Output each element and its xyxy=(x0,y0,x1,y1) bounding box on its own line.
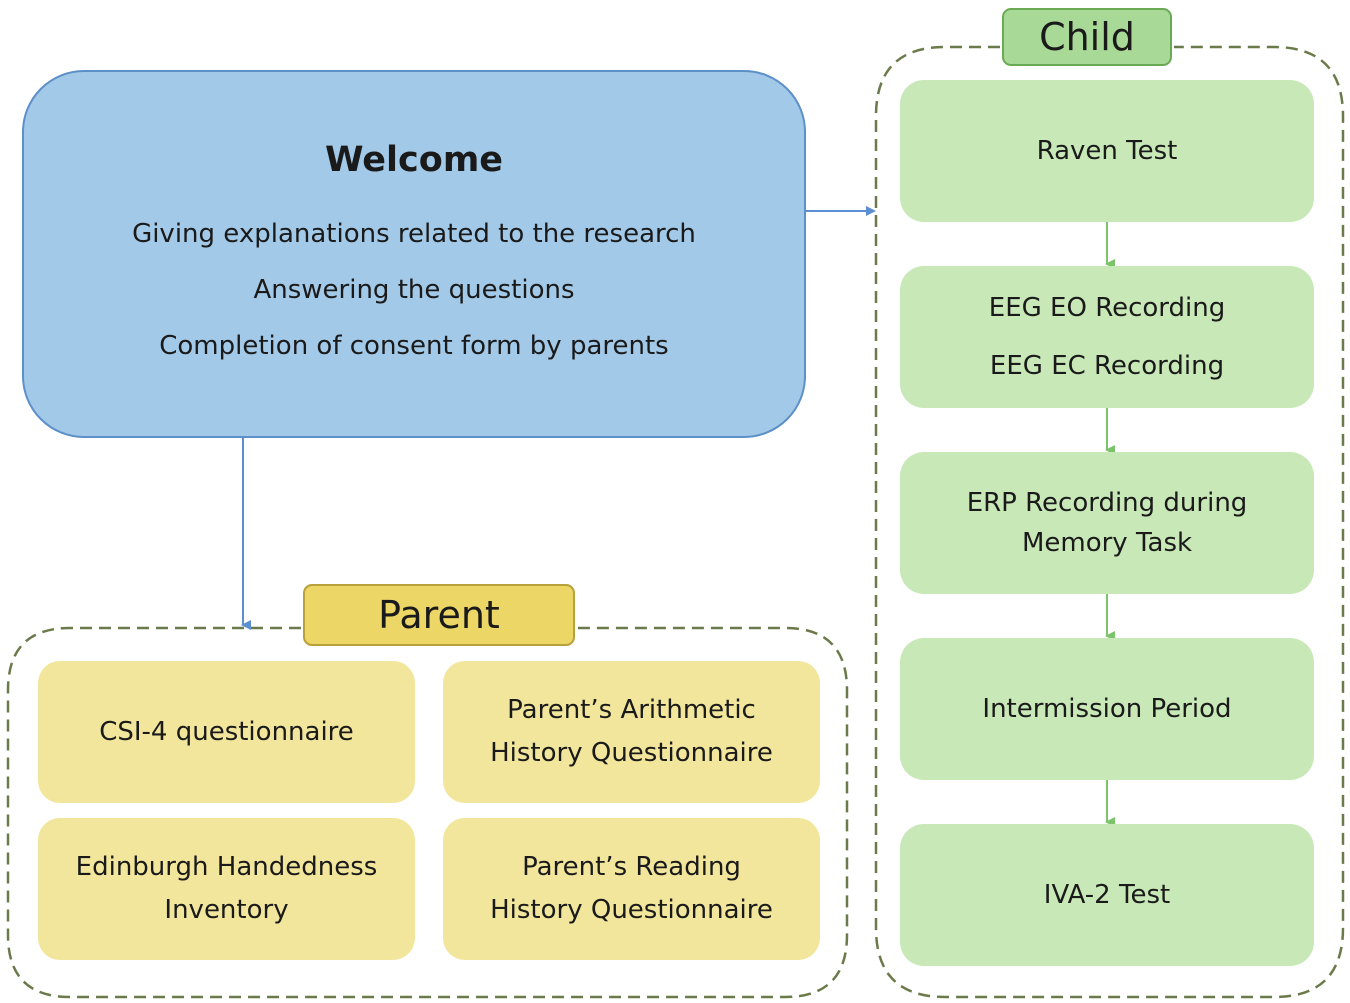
card-text: Edinburgh Handedness xyxy=(75,852,378,883)
step-text: Intermission Period xyxy=(982,693,1232,724)
parent-card-reading-history: Parent’s Reading History Questionnaire xyxy=(443,818,820,960)
step-text: IVA-2 Test xyxy=(1043,879,1171,910)
card-text: CSI-4 questionnaire xyxy=(99,716,354,747)
card-text: History Questionnaire xyxy=(490,738,773,768)
card-text: Inventory xyxy=(164,895,289,925)
card-text: Parent’s Arithmetic xyxy=(507,695,756,726)
welcome-line: Answering the questions xyxy=(253,275,575,305)
parent-card-edinburgh-handedness: Edinburgh Handedness Inventory xyxy=(38,818,415,960)
welcome-title: Welcome xyxy=(324,140,504,180)
welcome-box: Welcome Giving explanations related to t… xyxy=(22,70,806,438)
step-text: Raven Test xyxy=(1036,135,1178,166)
step-text: EEG EO Recording xyxy=(988,293,1226,323)
parent-card-csi4: CSI-4 questionnaire xyxy=(38,661,415,803)
step-text: ERP Recording during xyxy=(966,487,1248,518)
child-step-iva2-test: IVA-2 Test xyxy=(900,824,1314,966)
welcome-line: Giving explanations related to the resea… xyxy=(132,219,696,249)
child-step-eeg-recording: EEG EO Recording EEG EC Recording xyxy=(900,266,1314,408)
parent-card-arithmetic-history: Parent’s Arithmetic History Questionnair… xyxy=(443,661,820,803)
step-text: EEG EC Recording xyxy=(989,351,1225,381)
step-text: Memory Task xyxy=(1021,528,1193,558)
child-step-erp-recording: ERP Recording during Memory Task xyxy=(900,452,1314,594)
child-step-intermission: Intermission Period xyxy=(900,638,1314,780)
card-text: History Questionnaire xyxy=(490,895,773,925)
child-group-label: Child xyxy=(1002,8,1172,66)
card-text: Parent’s Reading xyxy=(522,852,741,883)
parent-group-label: Parent xyxy=(303,584,575,646)
welcome-line: Completion of consent form by parents xyxy=(159,331,669,361)
child-step-raven-test: Raven Test xyxy=(900,80,1314,222)
